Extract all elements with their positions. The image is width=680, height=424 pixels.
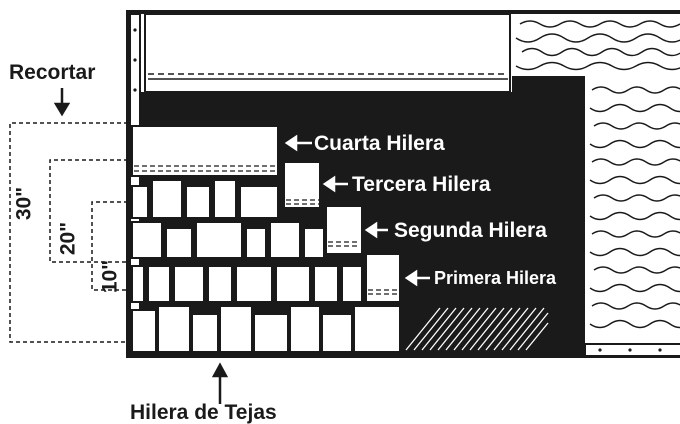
recortar-label: Recortar <box>9 61 96 84</box>
row3-shingles <box>131 161 321 219</box>
measure-10-label: 10" <box>98 259 122 294</box>
upper-panel <box>144 13 511 93</box>
hatch-area <box>404 306 550 352</box>
segunda-hilera-label: Segunda Hilera <box>394 219 547 242</box>
measure-brackets <box>9 122 130 343</box>
callout-arrows <box>284 134 430 287</box>
primera-hilera-label: Primera Hilera <box>434 268 557 288</box>
wood-grain <box>585 76 680 344</box>
trim-nails <box>133 28 137 92</box>
wood-grain-strokes <box>515 20 680 329</box>
measure-20-label: 20" <box>56 221 80 256</box>
hatch-lines <box>405 307 549 351</box>
measure-30-label: 30" <box>12 186 36 221</box>
base-row-shingles <box>131 305 401 353</box>
arrows <box>53 88 229 404</box>
row4-shingle <box>131 125 279 177</box>
tercera-hilera-label: Tercera Hilera <box>352 173 491 196</box>
cuarta-hilera-label: Cuarta Hilera <box>314 132 445 155</box>
bottom-trim <box>584 343 680 357</box>
hilera-de-tejas-label: Hilera de Tejas <box>130 401 277 424</box>
